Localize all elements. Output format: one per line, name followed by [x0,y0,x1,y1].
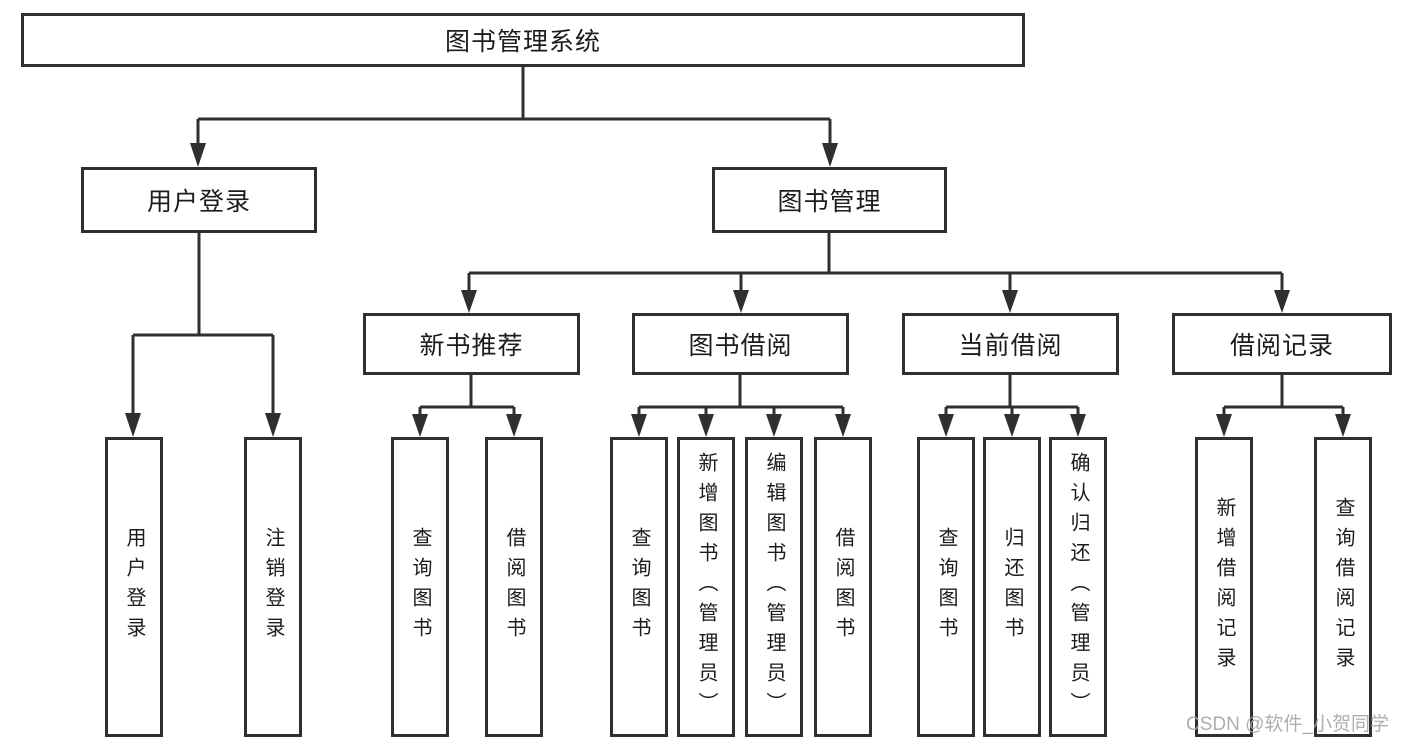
leaf-current-query-book-label: 查询图书 [935,527,957,647]
node-book-mgmt: 图书管理 [712,167,947,233]
leaf-current-confirm-return: 确认归还（管理员） [1049,437,1107,737]
node-borrow-records: 借阅记录 [1172,313,1392,375]
leaf-rec-query-book: 查询图书 [391,437,449,737]
leaf-current-query-book: 查询图书 [917,437,975,737]
leaf-rec-borrow-book: 借阅图书 [485,437,543,737]
leaf-records-add-record-label: 新增借阅记录 [1213,497,1235,677]
leaf-user-login: 用户登录 [105,437,163,737]
node-root: 图书管理系统 [21,13,1025,67]
leaf-user-login-label: 用户登录 [123,527,145,647]
edge-book-borrow-children [631,375,851,437]
node-borrow-records-label: 借阅记录 [1229,332,1334,360]
leaf-borrow-query-book: 查询图书 [610,437,668,737]
node-book-borrow: 图书借阅 [632,313,849,375]
node-new-book-rec-label: 新书推荐 [419,332,524,360]
leaf-logout-label: 注销登录 [262,527,284,647]
edge-book-mgmt-children [461,233,1290,313]
leaf-borrow-edit-book-label: 编辑图书（管理员） [763,452,785,722]
node-user-login: 用户登录 [81,167,317,233]
leaf-borrow-query-book-label: 查询图书 [628,527,650,647]
leaf-current-confirm-return-label: 确认归还（管理员） [1067,452,1089,722]
node-book-borrow-label: 图书借阅 [688,332,793,360]
edge-new-book-rec-children [412,375,522,437]
leaf-current-return-book: 归还图书 [983,437,1041,737]
leaf-logout: 注销登录 [244,437,302,737]
leaf-borrow-add-book-label: 新增图书（管理员） [695,452,717,722]
node-current-borrow-label: 当前借阅 [958,332,1063,360]
edge-root-to-level2 [190,67,838,167]
leaf-records-query-record-label: 查询借阅记录 [1332,497,1354,677]
leaf-borrow-borrow-book-label: 借阅图书 [832,527,854,647]
csdn-watermark: CSDN @软件_小贺同学 [1186,714,1389,735]
leaf-rec-query-book-label: 查询图书 [409,527,431,647]
node-new-book-rec: 新书推荐 [363,313,580,375]
leaf-borrow-borrow-book: 借阅图书 [814,437,872,737]
leaf-current-return-book-label: 归还图书 [1001,527,1023,647]
leaf-borrow-add-book: 新增图书（管理员） [677,437,735,737]
edge-borrow-records-children [1216,375,1351,437]
leaf-rec-borrow-book-label: 借阅图书 [503,527,525,647]
node-book-mgmt-label: 图书管理 [777,188,882,216]
node-root-label: 图书管理系统 [444,28,601,56]
node-current-borrow: 当前借阅 [902,313,1119,375]
leaf-records-query-record: 查询借阅记录 [1314,437,1372,737]
edge-user-login-children [125,233,281,437]
node-user-login-label: 用户登录 [146,188,251,216]
leaf-records-add-record: 新增借阅记录 [1195,437,1253,737]
leaf-borrow-edit-book: 编辑图书（管理员） [745,437,803,737]
edge-current-borrow-children [938,375,1086,437]
